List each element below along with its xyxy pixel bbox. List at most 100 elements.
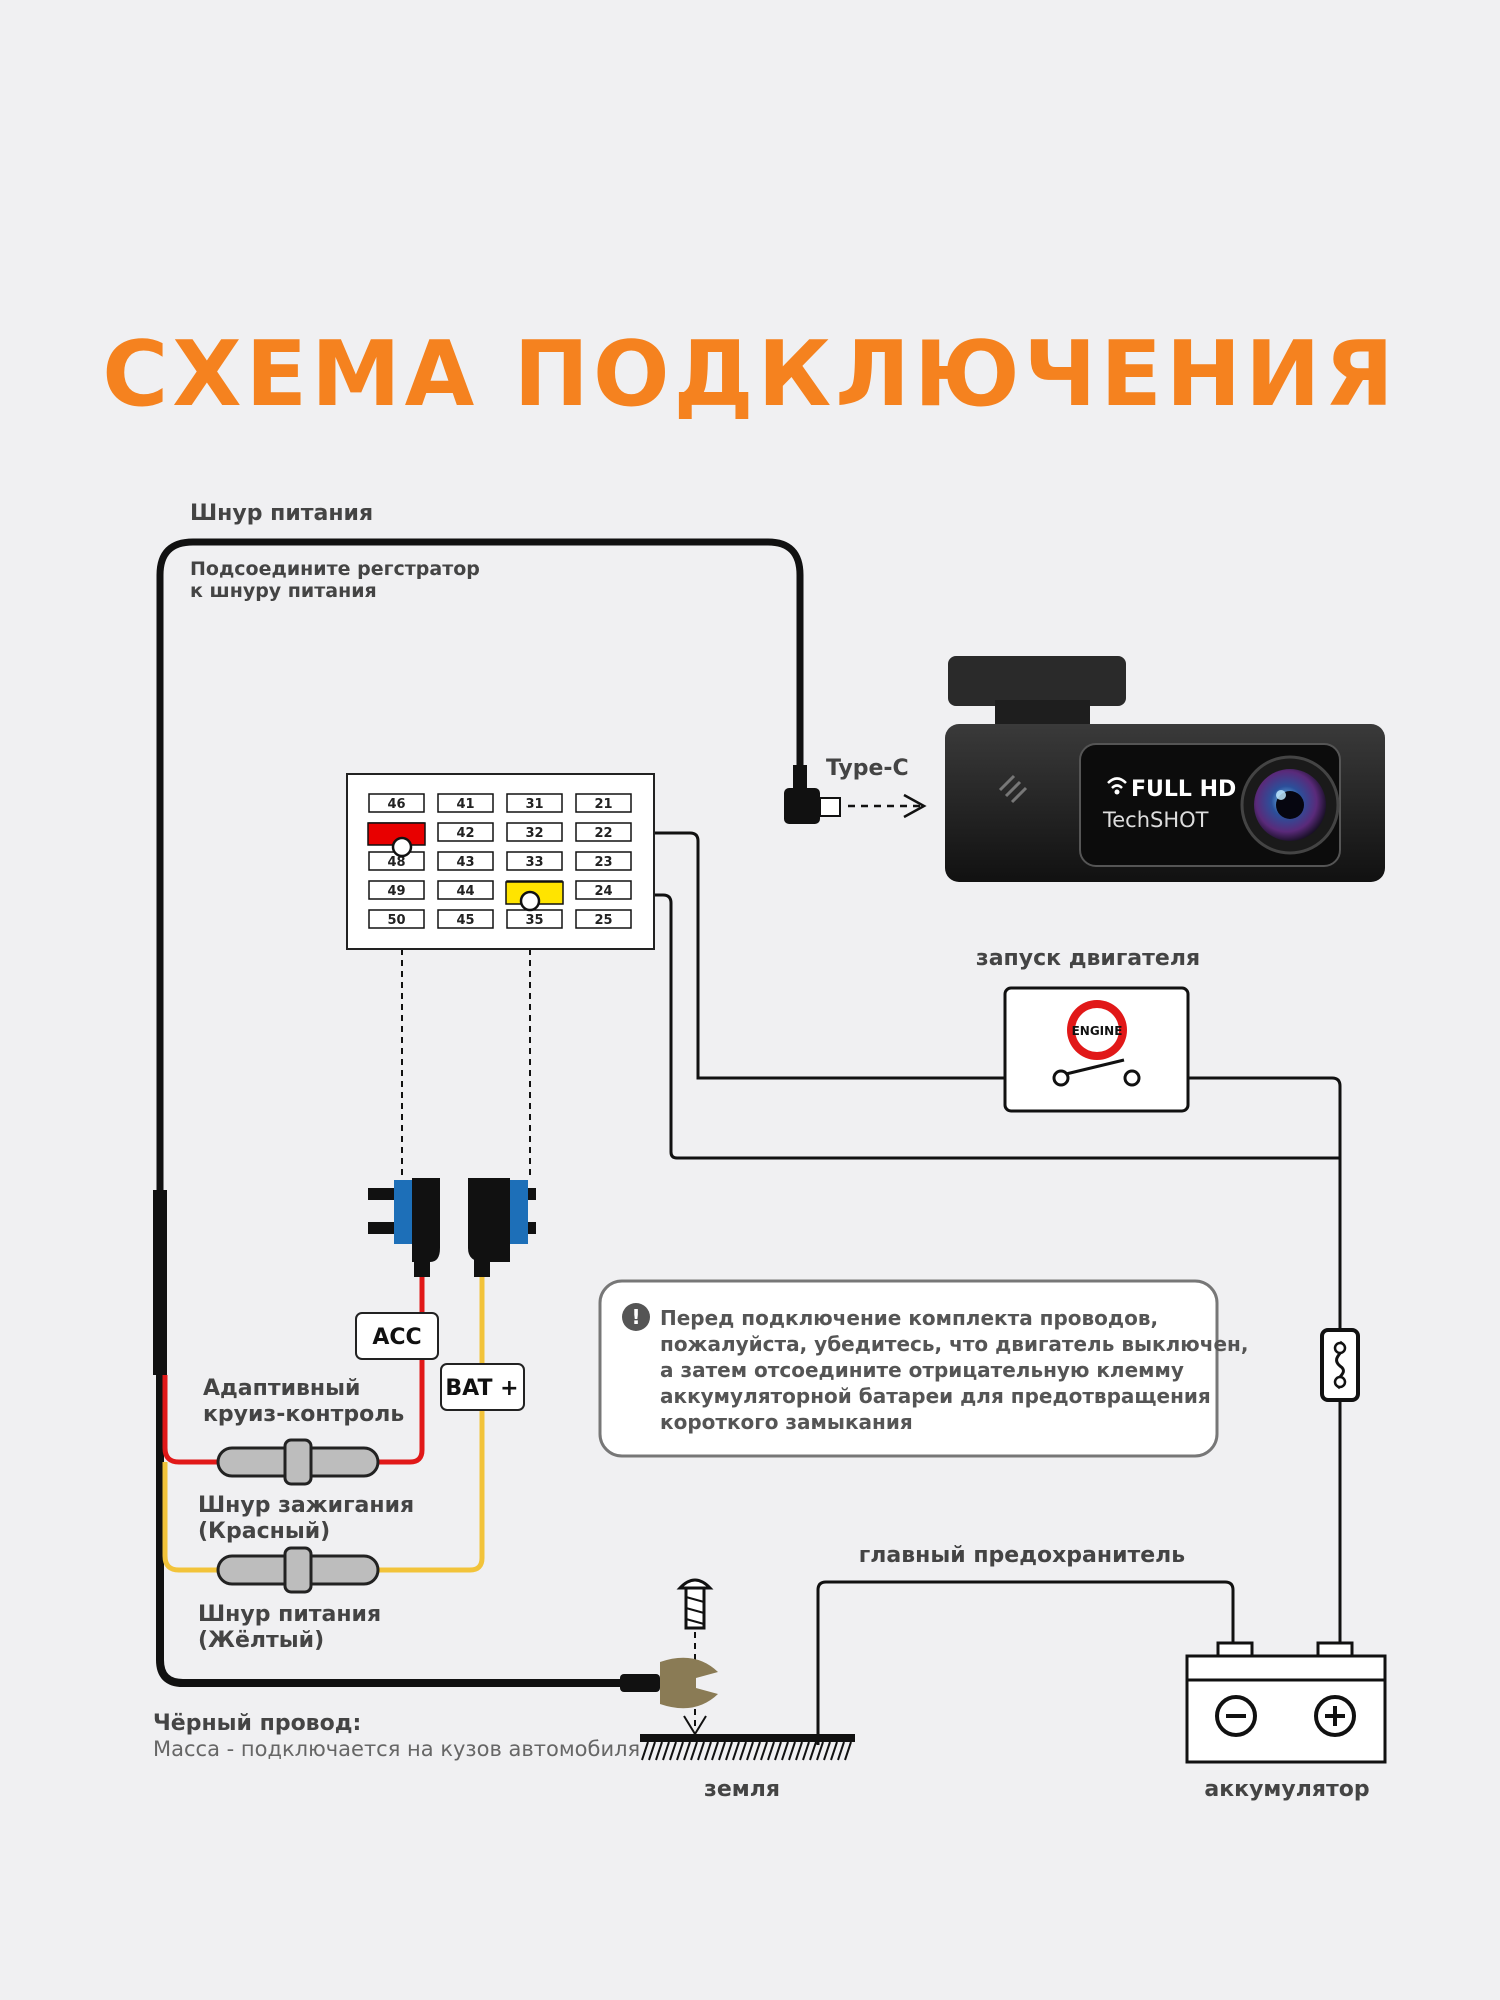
fuse-slot-number: 32 [525, 826, 543, 841]
svg-text:!: ! [631, 1305, 640, 1329]
fuse-slot-number: 41 [456, 797, 474, 812]
fuse-slot-number: 50 [387, 913, 405, 928]
fuse-slot-number: 22 [594, 826, 612, 841]
ground-hatch-line [725, 1741, 733, 1761]
ground-hatch-line [690, 1741, 698, 1761]
ground-hatch-line [802, 1741, 810, 1761]
ground-hatch-line [781, 1741, 789, 1761]
main-fuse-wire [816, 1580, 1235, 1745]
fuse-slot-number: 44 [456, 884, 474, 899]
connector-arrow [848, 793, 927, 819]
ground-hatch-line [669, 1741, 677, 1761]
acc-tag: ACC [355, 1312, 439, 1360]
fuse-slot-number: 43 [456, 855, 474, 870]
ignition-label-1: Шнур зажигания [198, 1493, 414, 1518]
bat-tag: BAT + [440, 1363, 525, 1411]
fuse-slot-number: 33 [525, 855, 543, 870]
ground-hatch-line [655, 1741, 663, 1761]
ground-screw [676, 1578, 714, 1630]
camera-badge: FULL HD [1131, 777, 1236, 802]
fuse-slot [506, 822, 563, 842]
inline-fuse-yellow [216, 1546, 380, 1594]
ground-hatch-line [844, 1741, 852, 1761]
power-cord-label: Шнур питания [190, 501, 373, 526]
fuse-slot [437, 851, 494, 871]
fuse-slot [506, 851, 563, 871]
ground-hatch-line [816, 1741, 824, 1761]
fuse-slot [437, 793, 494, 813]
warning-line-4: аккумуляторной батареи для предотвращени… [660, 1384, 1211, 1408]
ground-hatch-line [697, 1741, 705, 1761]
fuse-slot-number: 45 [456, 913, 474, 928]
wifi-icon [1107, 777, 1127, 795]
fuse-slot-number: 25 [594, 913, 612, 928]
warning-box: ! Перед подключение комплекта проводов, … [598, 1279, 1248, 1458]
black-power-cord [156, 538, 804, 1190]
warning-line-2: пожалуйста, убедитесь, что двигатель вык… [660, 1332, 1248, 1356]
warning-line-1: Перед подключение комплекта проводов, [660, 1306, 1158, 1330]
power-yellow-label-2: (Жёлтый) [198, 1628, 324, 1653]
ignition-label-2: (Красный) [198, 1519, 330, 1544]
ground-hatch-line [746, 1741, 754, 1761]
ground-hatch-line [830, 1741, 838, 1761]
fuse-slot-number: 42 [456, 826, 474, 841]
fuse-slot [575, 880, 632, 900]
battery-line-fuse [1320, 1328, 1360, 1402]
fuse-slot-number: 46 [387, 797, 405, 812]
ground-hatch-line [739, 1741, 747, 1761]
ground-hatch-line [774, 1741, 782, 1761]
cruise-label-1: Адаптивный [203, 1376, 360, 1401]
ground-label: земля [704, 1777, 780, 1802]
power-cord-hint-1: Подсоедините регстратор [190, 558, 480, 580]
camera-brand: TechSHOT [1102, 808, 1209, 832]
ground-hatch-line [718, 1741, 726, 1761]
engine-start-label: запуск двигателя [976, 946, 1200, 971]
fuse-box: 4641312148423222484333234944342450453525 [346, 773, 655, 950]
fuse-slot [368, 909, 425, 929]
svg-text:ENGINE: ENGINE [1072, 1024, 1123, 1038]
ground-hatch-line [711, 1741, 719, 1761]
ground-hatch-line [732, 1741, 740, 1761]
fuse-slot [575, 793, 632, 813]
fuse-slot [437, 822, 494, 842]
inline-fuse-red [216, 1438, 380, 1486]
fuse-slot-number: 31 [525, 797, 543, 812]
ground-plate [640, 1734, 855, 1761]
ground-hatch-line [704, 1741, 712, 1761]
ground-hatch-line [760, 1741, 768, 1761]
warning-line-5: короткого замыкания [660, 1410, 913, 1434]
ground-hatch-line [823, 1741, 831, 1761]
black-wire-desc: Масса - подключается на кузов автомобиля [153, 1737, 640, 1761]
dashcam: FULL HD TechSHOT [945, 656, 1385, 882]
engine-switch: ENGINE [1003, 986, 1190, 1113]
warning-icon [622, 1303, 650, 1331]
fuse-slot-number: 23 [594, 855, 612, 870]
black-wire-title: Чёрный провод: [153, 1711, 361, 1736]
fuse-slot [506, 793, 563, 813]
fuse-slot [575, 851, 632, 871]
fuse-slot-number: 35 [525, 913, 543, 928]
fuse-slot [437, 880, 494, 900]
fuse-slot-number: 48 [387, 855, 405, 870]
warning-line-3: а затем отсоедините отрицательную клемму [660, 1358, 1184, 1382]
ground-hatch-line [767, 1741, 775, 1761]
acc-label: ACC [372, 1325, 421, 1350]
fuse-slot-number: 24 [594, 884, 612, 899]
fuse-slot-number: 21 [594, 797, 612, 812]
fuse-slot [368, 880, 425, 900]
type-c-label: Type-C [826, 756, 909, 781]
ground-hatch-line [788, 1741, 796, 1761]
main-fuse-label: главный предохранитель [859, 1543, 1185, 1568]
power-yellow-label-1: Шнур питания [198, 1602, 381, 1627]
fuse-slot [368, 793, 425, 813]
ground-hatch-line [641, 1741, 649, 1761]
ignition-wire [162, 1270, 425, 1465]
ground-hatch-line [683, 1741, 691, 1761]
battery-label: аккумулятор [1204, 1777, 1369, 1802]
cruise-label-2: круиз-контроль [203, 1402, 404, 1427]
ground-hatch-line [837, 1741, 845, 1761]
bat-label: BAT + [445, 1376, 518, 1401]
fuse-slot [437, 909, 494, 929]
fuse-tap-acc [368, 1178, 440, 1277]
